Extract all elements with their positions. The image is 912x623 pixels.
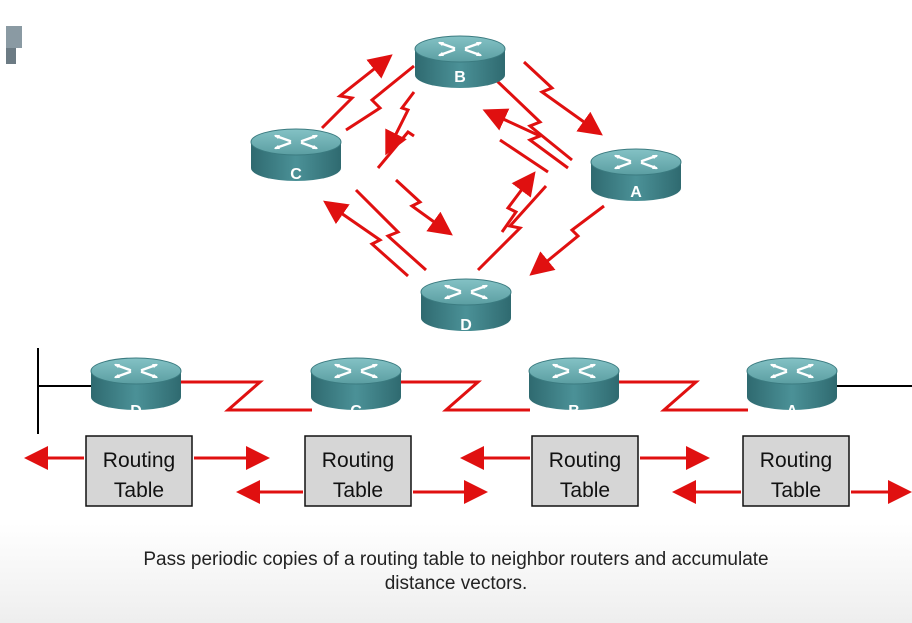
caption-line-2: distance vectors. xyxy=(384,573,528,594)
link-d-c-left xyxy=(354,188,428,272)
router-label: C xyxy=(290,166,302,183)
router-label: B xyxy=(454,69,466,86)
routing-tables: Routing Table Routing Table Routing Tabl… xyxy=(85,435,850,507)
routing-table-a: Routing Table xyxy=(742,435,850,507)
routing-table-line1: Routing xyxy=(322,449,394,472)
router-c-top: C xyxy=(249,127,343,183)
caption-line-1: Pass periodic copies of a routing table … xyxy=(143,549,769,570)
router-b-top: B xyxy=(413,34,507,90)
routing-table-line1: Routing xyxy=(760,449,832,472)
router-a-bottom: A xyxy=(745,356,839,420)
router-d-bottom: D xyxy=(89,356,183,420)
serial-links xyxy=(180,380,748,412)
routing-table-line2: Table xyxy=(333,479,383,502)
arrow-d-to-c xyxy=(323,200,409,278)
routing-table-b: Routing Table xyxy=(531,435,639,507)
router-label: A xyxy=(786,403,798,420)
routing-table-line2: Table xyxy=(560,479,610,502)
arrow-c-to-d xyxy=(394,178,453,236)
router-b-bottom: B xyxy=(527,356,621,420)
caption: Pass periodic copies of a routing table … xyxy=(0,548,912,596)
router-d-top: D xyxy=(419,277,513,334)
routing-table-line1: Routing xyxy=(103,449,175,472)
corner-artifact-shadow xyxy=(6,48,16,64)
routing-table-line1: Routing xyxy=(549,449,621,472)
router-label: D xyxy=(460,317,472,334)
router-label: D xyxy=(130,403,142,420)
arrow-d-to-a xyxy=(500,171,536,233)
routing-table-c: Routing Table xyxy=(304,435,412,507)
arrow-b-to-c xyxy=(385,91,416,156)
table-exchange-arrows xyxy=(24,446,912,504)
serial-link-d-c xyxy=(180,380,312,412)
routing-table-line2: Table xyxy=(771,479,821,502)
link-d-a-right xyxy=(476,184,548,272)
routing-table-d: Routing Table xyxy=(85,435,193,507)
link-a-b-inner xyxy=(499,138,549,174)
link-b-c xyxy=(376,130,415,169)
top-diamond-arrows xyxy=(320,54,605,278)
arrow-c-to-b xyxy=(320,54,393,130)
router-label: A xyxy=(630,184,642,201)
router-label: B xyxy=(568,403,580,420)
serial-link-c-b xyxy=(400,380,530,412)
link-b-a xyxy=(494,78,573,162)
router-label: C xyxy=(350,403,362,420)
routing-table-line2: Table xyxy=(114,479,164,502)
router-c-bottom: C xyxy=(309,356,403,420)
arrow-a-to-d xyxy=(529,204,605,276)
arrow-a-to-b xyxy=(482,108,569,170)
corner-artifact xyxy=(6,26,22,48)
router-a-top: A xyxy=(589,147,683,203)
ethernet-segments xyxy=(37,348,912,434)
serial-link-b-a xyxy=(618,380,748,412)
arrow-b-to-a xyxy=(522,60,603,136)
link-c-b xyxy=(345,64,415,132)
